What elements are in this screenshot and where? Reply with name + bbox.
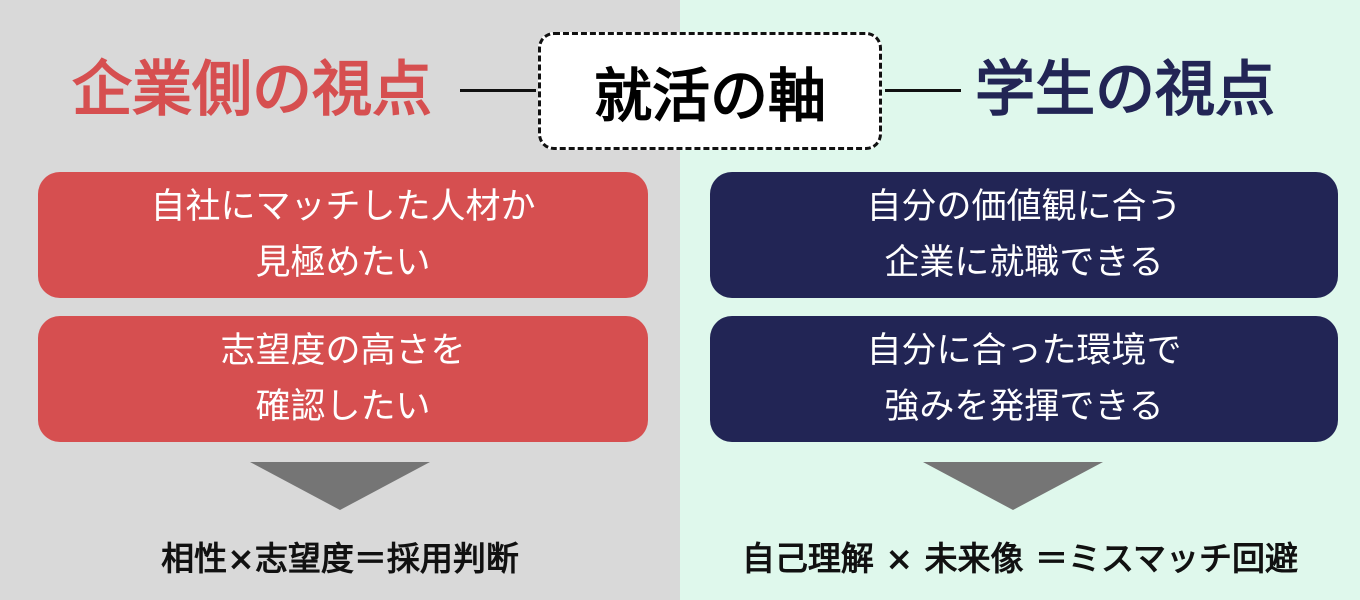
student-card: 自分の価値観に合う 企業に就職できる	[710, 172, 1338, 298]
student-result: 自己理解 × 未来像 ＝ミスマッチ回避	[741, 539, 1299, 578]
card-line: 自社にマッチした人材か	[150, 187, 536, 227]
connector-line-left	[460, 89, 536, 92]
student-title: 学生の視点	[975, 55, 1275, 125]
connector-line-right	[885, 89, 961, 92]
card-line: 強みを発揮できる	[884, 387, 1164, 427]
company-card: 志望度の高さを 確認したい	[38, 316, 648, 442]
center-label: 就活の軸	[538, 32, 882, 150]
card-line: 企業に就職できる	[884, 243, 1164, 283]
company-result: 相性×志望度＝採用判断	[161, 539, 519, 578]
card-line: 自分の価値観に合う	[866, 187, 1182, 227]
card-line: 志望度の高さを	[220, 331, 466, 371]
card-line: 確認したい	[255, 387, 431, 427]
company-card: 自社にマッチした人材か 見極めたい	[38, 172, 648, 298]
down-arrow-icon	[923, 462, 1103, 510]
student-card: 自分に合った環境で 強みを発揮できる	[710, 316, 1338, 442]
card-line: 見極めたい	[255, 243, 431, 283]
card-line: 自分に合った環境で	[866, 331, 1182, 371]
down-arrow-icon	[250, 462, 430, 510]
company-title: 企業側の視点	[72, 55, 432, 125]
